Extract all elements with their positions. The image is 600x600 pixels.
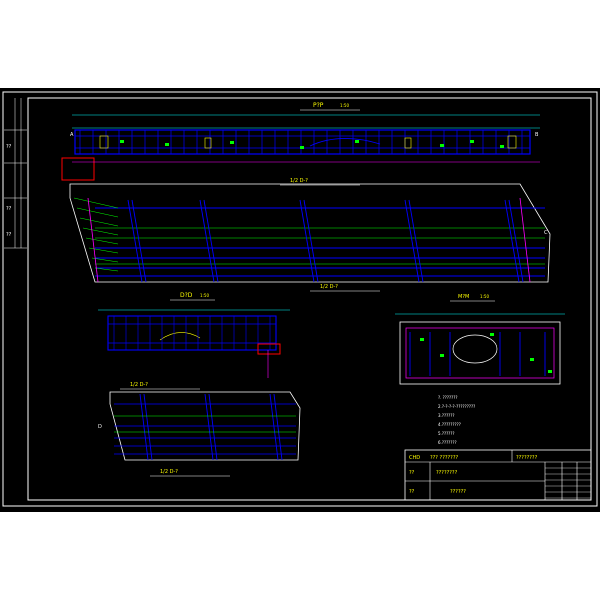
left-bottom-view: D?D 1:50 1/2 D-? D 1/2 D-? — [98, 292, 301, 477]
section-annotation-mark — [490, 333, 494, 336]
top-annotation-mark — [230, 141, 234, 144]
mid-stirrup — [404, 199, 420, 283]
left-stirrup — [143, 393, 153, 461]
note-5: 5.?????? — [438, 431, 455, 436]
section-mark-c: C — [544, 230, 548, 236]
cad-sheet: ?? ?? ?? P?P 1:50 — [0, 88, 600, 512]
mid-hatch-line — [94, 267, 119, 272]
middle-elevation-view: 1/2 D-? 1/2 D-? C — [69, 178, 551, 292]
mid-stirrup — [508, 199, 524, 283]
mid-hatch-line — [85, 237, 119, 245]
left-stirrup — [208, 393, 218, 461]
outer-frame — [2, 91, 598, 507]
cad-drawing: ?? ?? ?? P?P 1:50 — [2, 91, 598, 507]
section-annotation-mark — [420, 338, 424, 341]
top-plan-view: P?P 1:50 — [61, 102, 540, 181]
mid-stirrup — [408, 199, 424, 283]
row1-value: ???????? — [436, 470, 458, 476]
left-stirrup — [269, 393, 279, 461]
section-annotation-mark — [530, 358, 534, 361]
left-view-label: 1/2 D-? — [130, 382, 148, 388]
note-6: 6.??????? — [438, 440, 457, 445]
mid-hatch-line — [73, 197, 119, 209]
row2-value: ?????? — [450, 489, 466, 495]
left-stirrup — [139, 393, 149, 461]
right-section-view: M?M 1:50 — [395, 294, 565, 385]
mid-hatch-line — [82, 227, 119, 236]
mid-stirrup — [127, 199, 143, 283]
section-mark-a: A — [70, 132, 74, 138]
section-mark-b: B — [535, 132, 539, 138]
right-view-title: M?M — [458, 294, 469, 300]
note-4: 4.????????? — [438, 422, 461, 427]
mid-hatch-line — [88, 247, 119, 254]
mid-stirrup — [203, 199, 219, 283]
note-1: ?. ??????? — [438, 395, 458, 400]
left-view-title: D?D — [180, 292, 193, 299]
left-strip: ?? ?? ?? — [4, 98, 27, 249]
left-view-label-2: 1/2 D-? — [160, 469, 178, 475]
mid-stirrup — [131, 199, 147, 283]
note-2: 2.?-?-?-?-????????? — [438, 404, 475, 409]
left-stirrup — [273, 393, 283, 461]
top-annotation-mark — [440, 144, 444, 147]
top-annotation-mark — [470, 140, 474, 143]
left-stirrup — [204, 393, 214, 461]
note-3: 3.?????? — [438, 413, 455, 418]
mid-hatch-line — [79, 217, 119, 227]
inner-frame — [27, 97, 592, 501]
top-view-title: P?P — [313, 102, 324, 109]
strip-label-2: ?? — [6, 206, 12, 212]
mid-stirrup — [299, 199, 315, 283]
company-code: CHD — [409, 455, 420, 461]
section-annotation-mark — [440, 354, 444, 357]
top-annotation-mark — [500, 145, 504, 148]
notes-block: ?. ??????? 2.?-?-?-?-????????? 3.?????? … — [438, 395, 475, 445]
left-view-scale: 1:50 — [200, 293, 209, 298]
mid-stirrup — [504, 199, 520, 283]
top-view-scale: 1:50 — [340, 103, 349, 108]
title-block: CHD ??? ??????? ???????? ?? ???????? ?? … — [404, 449, 592, 501]
top-annotation-mark — [355, 140, 359, 143]
mid-stirrup — [199, 199, 215, 283]
mid-view-label-2: 1/2 D-? — [320, 284, 338, 290]
mid-hatch-line — [91, 257, 119, 263]
mid-stirrup — [303, 199, 319, 283]
project-name: ???????? — [516, 455, 538, 461]
strip-label-3: ?? — [6, 232, 12, 238]
row2-label: ?? — [409, 489, 415, 495]
top-annotation-mark — [120, 140, 124, 143]
company-name: ??? ??????? — [430, 455, 458, 461]
row1-label: ?? — [409, 470, 415, 476]
mid-hatch-line — [76, 207, 119, 218]
top-annotation-mark — [165, 143, 169, 146]
strip-label-1: ?? — [6, 144, 12, 150]
top-annotation-mark — [300, 146, 304, 149]
right-view-scale: 1:50 — [480, 294, 489, 299]
section-annotation-mark — [548, 370, 552, 373]
section-mark-d: D — [98, 424, 102, 430]
mid-view-label: 1/2 D-? — [290, 178, 308, 184]
